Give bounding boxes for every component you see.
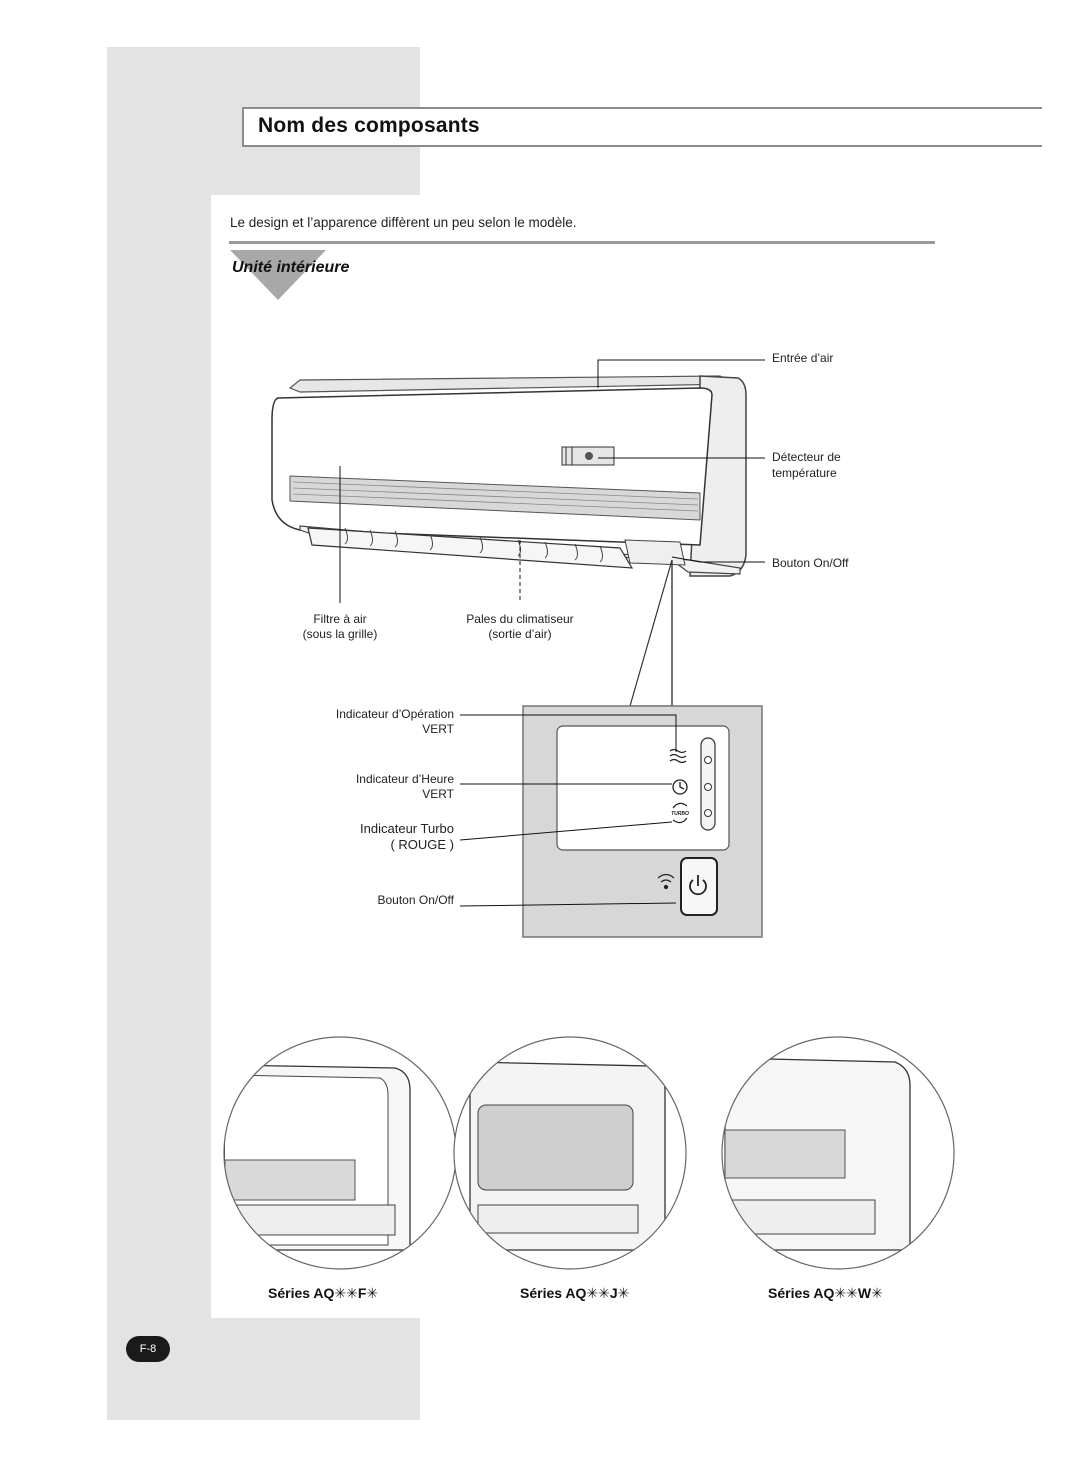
timer-icon xyxy=(672,779,688,795)
section-title: Unité intérieure xyxy=(232,259,350,276)
label-timer-indicator: Indicateur d’Heure xyxy=(355,772,454,786)
section-triangle-marker xyxy=(230,250,326,300)
label-air-filter-line1: Filtre à air xyxy=(313,612,367,626)
label-air-filter-line2: (sous la grille) xyxy=(302,627,378,641)
label-operation-color: VERT xyxy=(422,722,454,736)
series-label-w: Séries AQ✳✳W✳ xyxy=(768,1285,883,1301)
power-icon xyxy=(689,875,707,896)
title-box: Nom des composants xyxy=(242,107,1042,147)
series-f-image xyxy=(224,1037,456,1269)
label-operation-indicator: Indicateur d’Opération xyxy=(335,707,454,721)
label-on-off-button: Bouton On/Off xyxy=(772,556,849,570)
section-rule xyxy=(229,241,935,244)
series-w-image xyxy=(722,1037,954,1269)
label-air-inlet: Entrée d’air xyxy=(772,351,834,365)
label-temp-sensor-line1: Détecteur de xyxy=(772,450,841,464)
signal-icon xyxy=(657,873,675,890)
turbo-icon xyxy=(672,802,688,824)
label-panel-on-off: Bouton On/Off xyxy=(377,893,455,907)
series-j-image xyxy=(454,1037,686,1269)
label-temp-sensor-line2: température xyxy=(772,466,837,480)
series-label-j: Séries AQ✳✳J✳ xyxy=(520,1285,630,1301)
series-label-f: Séries AQ✳✳F✳ xyxy=(268,1285,379,1301)
intro-text: Le design et l’apparence diffèrent un pe… xyxy=(230,215,577,230)
operation-icon xyxy=(669,748,687,764)
page-title: Nom des composants xyxy=(258,114,480,137)
page-number: F-8 xyxy=(126,1336,170,1362)
turbo-icon-text: TURBO xyxy=(671,811,689,817)
label-timer-color: VERT xyxy=(422,787,454,801)
label-turbo-indicator: Indicateur Turbo xyxy=(360,821,454,836)
label-turbo-color: ( ROUGE ) xyxy=(390,837,454,852)
label-blades-line1: Pales du climatiseur xyxy=(466,612,574,626)
label-blades-line2: (sortie d’air) xyxy=(488,627,552,641)
